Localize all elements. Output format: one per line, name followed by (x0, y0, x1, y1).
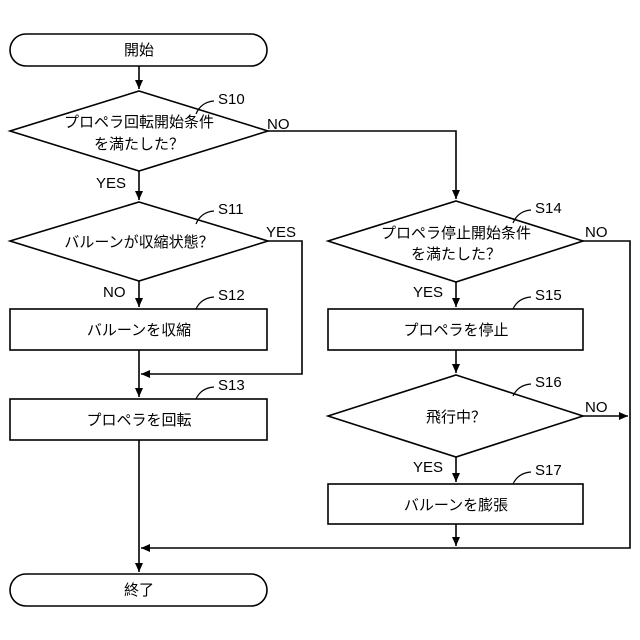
s10-no-label: NO (267, 116, 290, 133)
s11-step-label: S11 (218, 201, 244, 218)
s15-step-label: S15 (535, 287, 562, 304)
s16-label: 飛行中？ (426, 408, 486, 426)
s10-step-label: S10 (218, 91, 245, 108)
s16-yes-label: YES (413, 459, 443, 476)
s17-leader (513, 472, 531, 484)
s10-label-line1: プロペラ回転開始条件 (64, 113, 214, 131)
s12-step-label: S12 (218, 287, 245, 304)
s15-label: プロペラを停止 (403, 321, 508, 339)
s11-no-label: NO (103, 284, 126, 301)
s13-label: プロペラを回転 (86, 411, 191, 429)
s13-leader (196, 387, 214, 399)
s14-label-line1: プロペラ停止開始条件 (381, 224, 531, 242)
s11-yes-label: YES (266, 224, 296, 241)
s14-yes-label: YES (413, 284, 443, 301)
s11-label: バルーンが収縮状態？ (64, 233, 213, 251)
s14-step-label: S14 (535, 200, 562, 217)
s10-label-line2: を満たした？ (94, 135, 184, 153)
s16-step-label: S16 (535, 374, 562, 391)
s14-no-label: NO (585, 224, 608, 241)
s13-step-label: S13 (218, 377, 245, 394)
s12-label: バルーンを収縮 (87, 321, 191, 339)
s12-leader (196, 297, 214, 309)
end-label: 終了 (124, 581, 154, 599)
s10-yes-label: YES (96, 175, 126, 192)
start-label: 開始 (124, 41, 154, 59)
arrow-s10-no-to-s14 (268, 131, 456, 199)
s16-no-label: NO (585, 399, 608, 416)
s14-label-line2: を満たした？ (411, 245, 501, 263)
s17-step-label: S17 (535, 462, 562, 479)
s17-label: バルーンを膨張 (404, 496, 508, 514)
s15-leader (513, 297, 531, 309)
